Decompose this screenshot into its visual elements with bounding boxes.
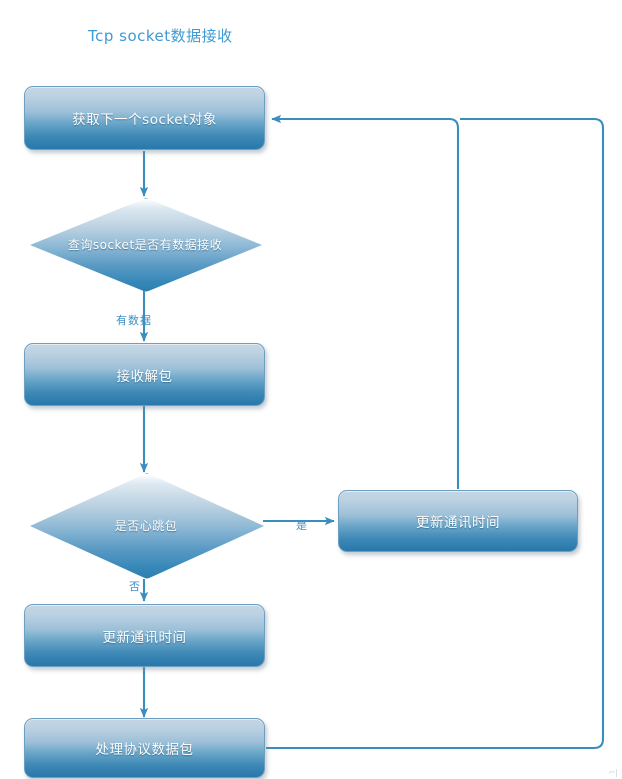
edge-label-no: 否 <box>129 580 141 593</box>
node-get-socket[interactable]: 获取下一个socket对象 <box>24 86 265 150</box>
edge-label-yes: 是 <box>296 519 308 532</box>
node-is-heartbeat-label: 是否心跳包 <box>114 518 178 533</box>
node-get-socket-label: 获取下一个socket对象 <box>72 112 217 128</box>
edge-handle-loop-back <box>266 117 605 750</box>
node-handle-packet[interactable]: 处理协议数据包 <box>24 718 265 778</box>
node-update-time-right-label: 更新通讯时间 <box>416 515 500 531</box>
corner-mark: ⌐| <box>608 768 618 777</box>
node-receive-unpack[interactable]: 接收解包 <box>24 343 265 406</box>
diagram-title: Tcp socket数据接收 <box>88 27 233 45</box>
node-is-heartbeat[interactable]: 是否心跳包 <box>30 473 264 579</box>
node-query-data-label: 查询socket是否有数据接收 <box>67 237 223 252</box>
edge-updateright-loop-back <box>271 114 460 489</box>
node-update-time-right[interactable]: 更新通讯时间 <box>338 490 578 552</box>
edge-label-has-data: 有数据 <box>116 314 152 327</box>
node-update-time-main-label: 更新通讯时间 <box>102 629 187 646</box>
node-receive-unpack-label: 接收解包 <box>116 368 173 385</box>
node-query-data[interactable]: 查询socket是否有数据接收 <box>30 198 262 292</box>
node-handle-packet-label: 处理协议数据包 <box>95 742 194 758</box>
node-update-time-main[interactable]: 更新通讯时间 <box>24 604 265 667</box>
